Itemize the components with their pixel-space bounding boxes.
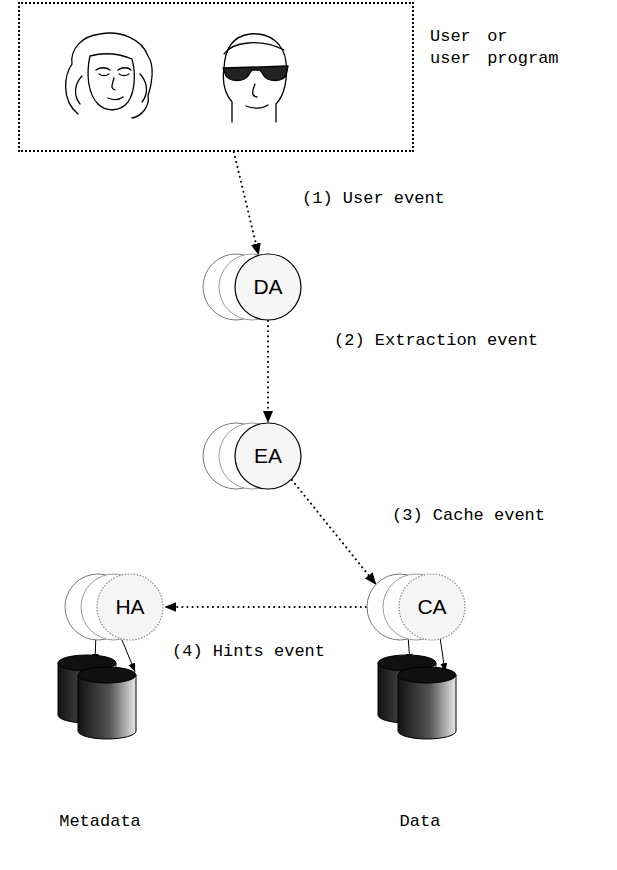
event-arrow bbox=[292, 480, 376, 584]
user-box: User or user program bbox=[18, 2, 414, 152]
event-label: (4) Hints event bbox=[170, 641, 327, 663]
disk-store: Data bbox=[370, 645, 470, 835]
disk-store: Metadata bbox=[50, 645, 150, 835]
storage-arrow bbox=[122, 640, 135, 672]
store-name: Data bbox=[370, 811, 470, 833]
agent-name: HA bbox=[96, 573, 164, 641]
node-heading: User or user program bbox=[430, 26, 562, 70]
event-label: (3) Cache event bbox=[390, 505, 547, 527]
disk-stack bbox=[50, 645, 150, 835]
user-faces bbox=[20, 4, 412, 150]
agent-name: EA bbox=[234, 422, 302, 490]
agent-circle: DA bbox=[234, 253, 302, 321]
store-name: Metadata bbox=[50, 811, 150, 833]
event-arrow bbox=[267, 321, 269, 422]
agent-circle: EA bbox=[234, 422, 302, 490]
event-label: (1) User event bbox=[300, 188, 447, 210]
storage-arrow bbox=[440, 638, 445, 671]
agent-circle: HA bbox=[96, 573, 164, 641]
agent-circle: CA bbox=[398, 573, 466, 641]
disk-stack bbox=[370, 645, 470, 835]
event-arrow bbox=[234, 152, 259, 254]
agent-name: CA bbox=[398, 573, 466, 641]
event-arrow bbox=[165, 606, 366, 608]
agent-name: DA bbox=[234, 253, 302, 321]
event-label: (2) Extraction event bbox=[332, 330, 540, 352]
